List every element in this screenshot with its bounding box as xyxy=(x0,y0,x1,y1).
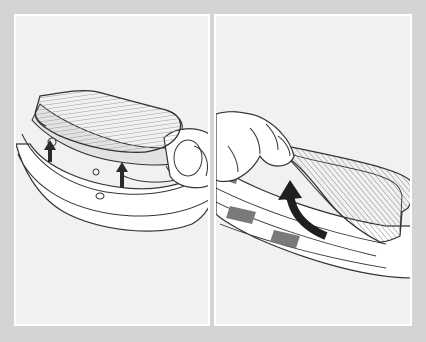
peel-mop-pad-illustration xyxy=(216,16,412,326)
lift-arrow-icon xyxy=(116,162,128,188)
hand xyxy=(216,112,294,182)
remove-filter-illustration xyxy=(16,16,210,326)
filter-cover xyxy=(35,91,180,153)
lift-arrow-icon xyxy=(44,140,56,162)
step-panel-remove-filter xyxy=(14,14,210,326)
step-panel-peel-mop-pad xyxy=(214,14,412,326)
